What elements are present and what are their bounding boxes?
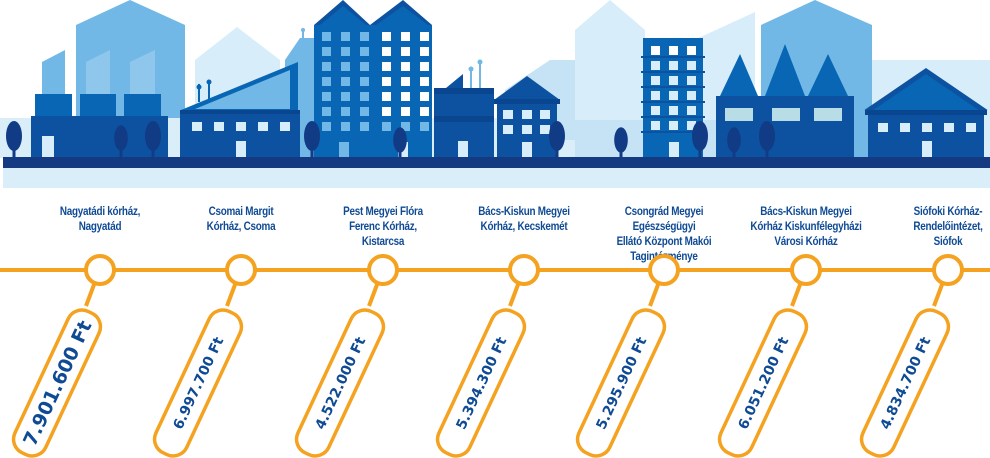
hospital-name-line: Siófok (933, 236, 963, 248)
tree-icon (727, 127, 741, 162)
pill-connector (367, 281, 380, 307)
amount-pill: 6.051.200 Ft (717, 308, 809, 458)
timeline-circle (225, 254, 257, 286)
timeline-node: 5.295.900 Ft (575, 254, 680, 458)
hospital-name-line: Csongrád Megyei Egészségügyi (624, 206, 704, 233)
pill-connector (790, 281, 803, 307)
hospital-name-line: Ellátó Központ Makói (616, 236, 712, 248)
hospital-name-line: Kórház Kiskunfélegyházi (750, 221, 862, 233)
tree-icon (304, 121, 320, 158)
timeline: 7.901.600 Ft 6.997.700 Ft 4.522.000 Ft 5.39… (0, 254, 990, 458)
hospital-name-line: Kórház, Csoma (206, 221, 276, 233)
hospital-name-label: Siófoki Kórház- Rendelőintézet, Siófok (892, 205, 990, 250)
timeline-circle (932, 254, 964, 286)
pill-connector (932, 281, 945, 307)
pill-connector (225, 281, 238, 307)
timeline-circle (790, 254, 822, 286)
pill-connector (508, 281, 521, 307)
timeline-node: 5.394.300 Ft (435, 254, 540, 458)
hospital-name-line: Rendelőintézet, (913, 221, 983, 233)
hospital-name-line: Nagyatádi kórház, (59, 206, 141, 218)
timeline-circle (648, 254, 680, 286)
amount-pill: 5.394.300 Ft (435, 308, 527, 458)
tree-icon (114, 125, 128, 160)
cityscape-illustration (0, 0, 990, 188)
pill-connector (648, 281, 661, 307)
timeline-circle (84, 254, 116, 286)
hospital-name-line: Kistarcsa (361, 236, 405, 248)
hospital-name-line: Pest Megyei Flóra (343, 206, 423, 218)
slanted-roof-building (180, 62, 300, 158)
amount-pill: 4.834.700 Ft (859, 308, 951, 458)
hospital-name-line: Bács-Kiskun Megyei (760, 206, 852, 218)
timeline-node: 4.522.000 Ft (294, 254, 399, 458)
hospital-name-line: Bács-Kiskun Megyei (478, 206, 570, 218)
tree-icon (692, 121, 708, 158)
hospital-name-line: Városi Kórház (774, 236, 838, 248)
mid-factory-building (434, 59, 494, 158)
amount-pill: 7.901.600 Ft (11, 308, 103, 458)
amount-pill: 4.522.000 Ft (294, 308, 386, 458)
hospital-name-label: Nagyatádi kórház, Nagyatád (44, 205, 156, 235)
pill-connector (84, 281, 97, 307)
small-house (494, 76, 560, 158)
hospital-name-line: Ferenc Kórház, (349, 221, 417, 233)
timeline-circle (367, 254, 399, 286)
tree-icon (393, 127, 407, 162)
factory-building (31, 94, 168, 158)
hospital-name-line: Csomai Margit (208, 206, 274, 218)
tree-icon (6, 121, 22, 158)
tree-icon (759, 121, 775, 158)
timeline-circle (508, 254, 540, 286)
tree-icon (549, 121, 565, 158)
amount-pill: 5.295.900 Ft (575, 308, 667, 458)
right-house (864, 67, 988, 158)
twin-tower-building (314, 0, 432, 158)
hospital-name-line: Siófoki Kórház- (913, 206, 983, 218)
street (3, 157, 990, 168)
timeline-node: 6.051.200 Ft (717, 254, 822, 458)
tree-icon (614, 127, 628, 162)
tree-icon (145, 121, 161, 158)
hospital-name-line: Nagyatád (78, 221, 122, 233)
trees (6, 121, 775, 162)
amount-pill: 6.997.700 Ft (152, 308, 244, 458)
timeline-node: 4.834.700 Ft (859, 254, 964, 458)
timeline-node: 7.901.600 Ft (11, 254, 116, 458)
timeline-node: 6.997.700 Ft (152, 254, 257, 458)
sidewalk (3, 168, 990, 188)
hospital-name-line: Kórház, Kecskemét (480, 221, 568, 233)
